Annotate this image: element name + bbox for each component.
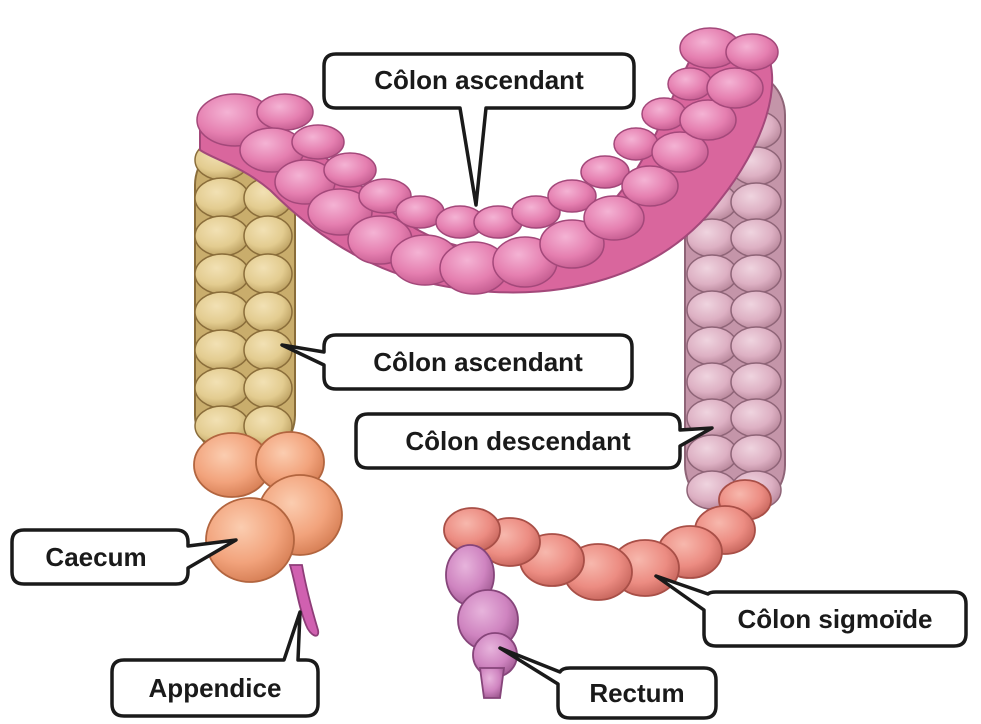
callout-rectum: Rectum xyxy=(500,648,716,718)
callout-descending-colon: Côlon descendant xyxy=(356,414,712,468)
label-caecum: Caecum xyxy=(45,542,146,572)
rectum xyxy=(446,545,518,698)
label-appendix: Appendice xyxy=(149,673,282,703)
callout-appendix: Appendice xyxy=(112,612,318,716)
callout-sigmoid-colon: Côlon sigmoïde xyxy=(656,576,966,646)
callout-caecum: Caecum xyxy=(12,530,236,584)
caecum xyxy=(194,432,342,582)
label-transverse-colon: Côlon ascendant xyxy=(374,65,584,95)
callout-ascending-colon: Côlon ascendant xyxy=(282,335,632,389)
label-descending-colon: Côlon descendant xyxy=(405,426,631,456)
label-sigmoid-colon: Côlon sigmoïde xyxy=(738,604,933,634)
label-rectum: Rectum xyxy=(589,678,684,708)
label-ascending-colon: Côlon ascendant xyxy=(373,347,583,377)
